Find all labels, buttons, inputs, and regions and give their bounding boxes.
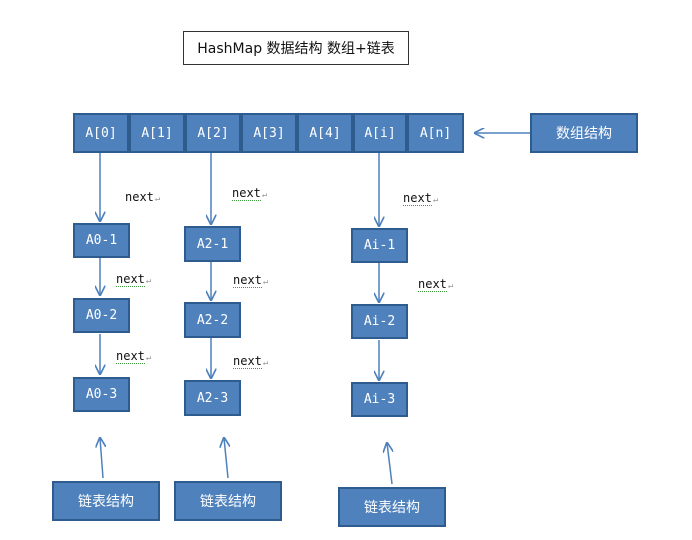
array-cell-a1: A[1] [129, 113, 185, 153]
next-text: next [233, 354, 262, 369]
array-cell-ai: A[i] [353, 113, 407, 153]
list-node-a2-2: A2-2 [184, 302, 241, 338]
next-text: next [418, 277, 447, 292]
next-text: next [125, 190, 154, 204]
paragraph-mark-icon: ↵ [447, 281, 454, 291]
list-node-a2-3: A2-3 [184, 380, 241, 416]
list-node-a2-1: A2-1 [184, 226, 241, 262]
array-cell-a4: A[4] [297, 113, 353, 153]
list-node-a0-3: A0-3 [73, 377, 130, 412]
array-cell-a3: A[3] [241, 113, 297, 153]
list-structure-label-3: 链表结构 [338, 487, 446, 527]
next-text: next [403, 191, 432, 206]
next-label: next↵ [233, 354, 269, 369]
next-text: next [116, 349, 145, 364]
next-label: next↵ [232, 186, 268, 201]
next-label: next↵ [116, 349, 152, 364]
paragraph-mark-icon: ↵ [262, 358, 269, 368]
diagram-title: HashMap 数据结构 数组+链表 [183, 31, 409, 65]
list-node-ai-1: Ai-1 [351, 228, 408, 263]
list-structure-label-1: 链表结构 [52, 481, 160, 521]
paragraph-mark-icon: ↵ [145, 353, 152, 363]
arrow-list-label-2 [224, 438, 228, 479]
list-node-a0-2: A0-2 [73, 298, 130, 333]
paragraph-mark-icon: ↵ [145, 276, 152, 286]
array-structure-label: 数组结构 [530, 113, 638, 153]
paragraph-mark-icon: ↵ [154, 194, 161, 204]
next-label: next↵ [125, 190, 160, 204]
next-label: next↵ [418, 277, 454, 292]
next-text: next [232, 186, 261, 201]
paragraph-mark-icon: ↵ [262, 277, 269, 287]
array-cell-a0: A[0] [73, 113, 129, 153]
array-cell-an: A[n] [407, 113, 464, 153]
list-node-a0-1: A0-1 [73, 223, 130, 258]
next-label: next↵ [403, 191, 439, 206]
arrow-list-label-1 [100, 438, 103, 479]
list-node-ai-3: Ai-3 [351, 382, 408, 417]
next-label: next↵ [233, 273, 269, 288]
paragraph-mark-icon: ↵ [432, 195, 439, 205]
paragraph-mark-icon: ↵ [261, 190, 268, 200]
next-label: next↵ [116, 272, 152, 287]
next-text: next [233, 273, 262, 288]
array-cell-a2: A[2] [185, 113, 241, 153]
list-node-ai-2: Ai-2 [351, 304, 408, 339]
arrow-list-label-3 [387, 443, 392, 485]
list-structure-label-2: 链表结构 [174, 481, 282, 521]
next-text: next [116, 272, 145, 287]
